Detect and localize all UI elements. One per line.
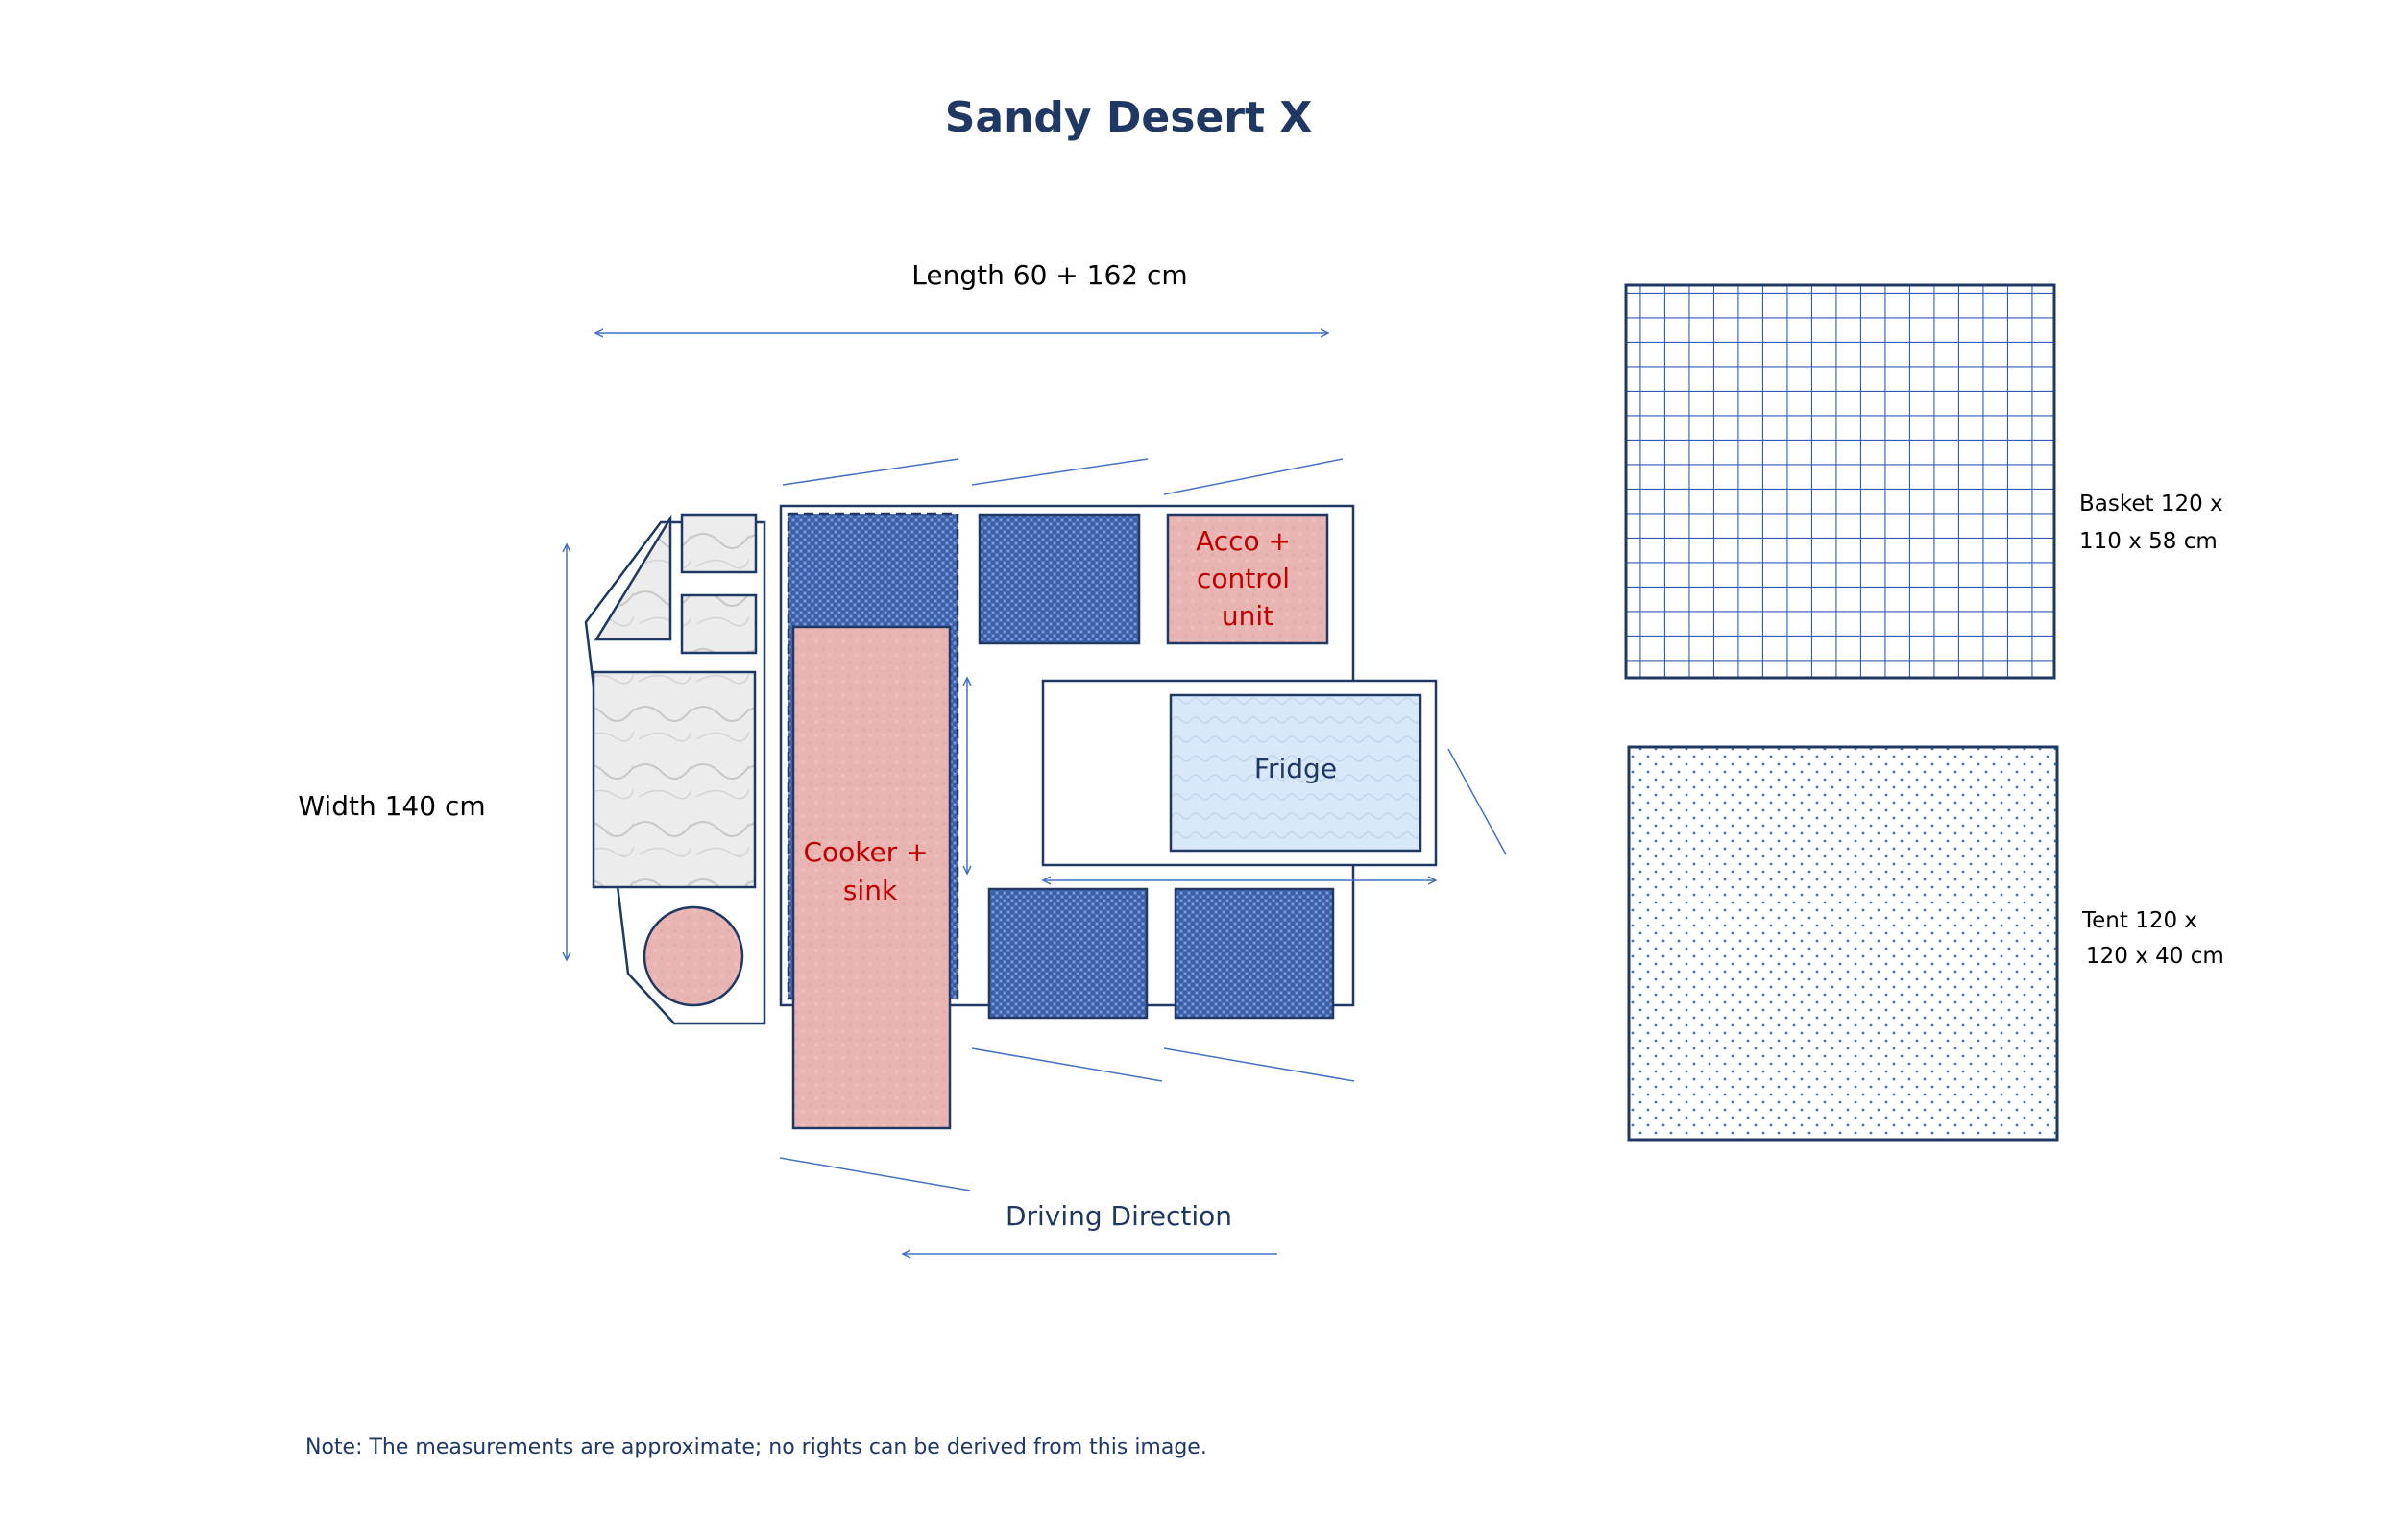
marble-small-box <box>680 593 758 655</box>
fridge-label: Fridge <box>1254 753 1337 784</box>
page-title: Sandy Desert X <box>945 93 1313 142</box>
perspective-line <box>779 1157 971 1191</box>
perspective-line <box>971 458 1149 486</box>
perspective-line <box>782 458 959 486</box>
marble-large-box <box>592 670 757 889</box>
width-label: Width 140 cm <box>298 790 485 822</box>
acco-control-label: Acco + control unit <box>1196 525 1299 632</box>
disclaimer-note: Note: The measurements are approximate; … <box>305 1435 1207 1459</box>
marble-triangle-panel <box>594 514 672 641</box>
round-container <box>643 905 744 1007</box>
marble-small-box <box>680 513 758 574</box>
perspective-line <box>1163 1047 1355 1082</box>
perspective-line <box>1163 458 1344 495</box>
perspective-line <box>971 1047 1163 1082</box>
fabric-block <box>987 887 1149 1020</box>
basket-swatch <box>1624 283 2056 680</box>
cooker-sink <box>791 625 952 1130</box>
fridge <box>1169 693 1422 853</box>
acco-control-unit <box>1166 513 1329 645</box>
tent-label: Tent 120 x 120 x 40 cm <box>2081 908 2224 969</box>
fabric-block <box>1174 887 1335 1020</box>
perspective-line <box>1447 748 1507 855</box>
cooker-sink-label: Cooker + sink <box>803 836 936 906</box>
driving-direction-label: Driving Direction <box>1006 1200 1232 1232</box>
length-label: Length 60 + 162 cm <box>911 259 1187 291</box>
basket-label: Basket 120 x 110 x 58 cm <box>2079 492 2230 554</box>
fabric-block <box>978 513 1141 645</box>
tent-swatch <box>1627 745 2059 1142</box>
